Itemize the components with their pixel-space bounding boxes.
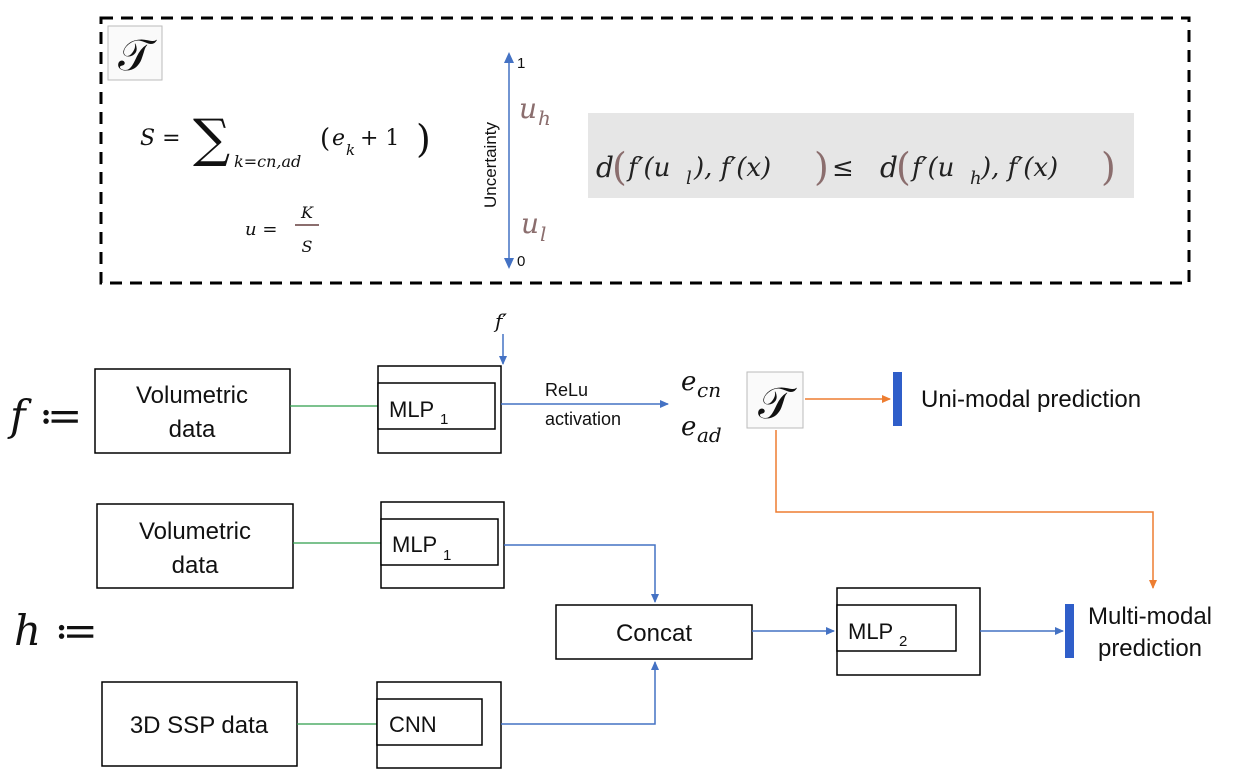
relu-label: ReLu (545, 380, 588, 400)
mlp1-to-concat-arrow (504, 544, 659, 603)
svg-text:): ) (1101, 145, 1116, 189)
svg-text:1: 1 (443, 547, 451, 564)
svg-text:Volumetric: Volumetric (136, 382, 248, 409)
svg-text:), f′(x): ), f′(x) (980, 153, 1058, 183)
svg-text:(: ( (612, 145, 627, 189)
svg-text:u =: u = (245, 219, 277, 240)
svg-text:data: data (172, 552, 219, 579)
svg-text:MLP: MLP (848, 619, 893, 644)
svg-text:l: l (686, 168, 692, 189)
svg-text:k: k (346, 141, 355, 159)
uncertainty-axis-label: Uncertainty (481, 122, 500, 208)
evidence-labels: e cn e ad (681, 367, 722, 447)
tau-symbol-mid: 𝒯 (746, 371, 804, 429)
svg-text:): ) (814, 145, 829, 189)
svg-text:Concat: Concat (616, 620, 692, 647)
svg-text:∑: ∑ (193, 109, 230, 169)
svg-text:+ 1: + 1 (360, 126, 399, 151)
svg-text:): ) (416, 117, 431, 161)
svg-text:1: 1 (440, 411, 448, 428)
multi-modal-label-line2: prediction (1098, 635, 1202, 662)
svg-text:f′(u: f′(u (626, 153, 670, 183)
svg-text:2: 2 (899, 633, 907, 650)
svg-text:S: S (302, 237, 313, 256)
s-formula: S = ∑ k=cn,ad ( e k + 1 ) (140, 109, 431, 171)
svg-text:MLP: MLP (392, 532, 437, 557)
uncertainty-axis: 1 0 Uncertainty u h u l (481, 52, 551, 270)
uni-modal-output-bar (893, 372, 902, 426)
h-mlp1-box: MLP 1 (380, 501, 505, 589)
svg-text:h: h (538, 106, 551, 130)
svg-text:𝒯: 𝒯 (758, 378, 797, 429)
tau-symbol-top: 𝒯 (107, 25, 163, 81)
svg-text:data: data (169, 416, 216, 443)
f-volumetric-data-box: Volumetric data (94, 368, 291, 454)
svg-text:), f′(x): ), f′(x) (693, 153, 771, 183)
cnn-box: CNN (376, 681, 502, 769)
cnn-to-concat-arrow (501, 661, 659, 725)
concat-box: Concat (555, 604, 753, 660)
svg-text:cn: cn (697, 378, 721, 402)
svg-text:l: l (540, 222, 546, 246)
svg-text:f′(u: f′(u (910, 153, 954, 183)
ssp-data-box: 3D SSP data (101, 681, 298, 767)
svg-text:S =: S = (140, 126, 181, 151)
svg-text:k=cn,ad: k=cn,ad (234, 152, 301, 171)
svg-text:K: K (300, 203, 314, 222)
uncertainty-panel (99, 16, 1191, 285)
svg-text:d: d (596, 151, 614, 184)
svg-text:e: e (332, 126, 345, 151)
svg-text:(: ( (320, 124, 330, 154)
mlp2-box: MLP 2 (836, 587, 981, 676)
svg-text:0: 0 (517, 253, 525, 270)
h-volumetric-data-box: Volumetric data (96, 503, 294, 589)
multi-modal-output-bar (1065, 604, 1074, 658)
u-formula: u = K S (245, 203, 319, 256)
multi-modal-evidence-arrow (775, 430, 1157, 589)
svg-text:ad: ad (697, 423, 722, 447)
relu-activation-label: activation (545, 409, 621, 429)
svg-text:𝒯: 𝒯 (118, 30, 157, 81)
svg-text:Volumetric: Volumetric (139, 518, 251, 545)
h-row-label: h ≔ (14, 606, 98, 655)
svg-text:CNN: CNN (389, 712, 437, 737)
svg-text:(: ( (896, 145, 911, 189)
multi-modal-label-line1: Multi-modal (1088, 603, 1212, 630)
svg-text:e: e (681, 412, 696, 442)
svg-text:e: e (681, 367, 696, 397)
svg-text:3D SSP data: 3D SSP data (130, 712, 269, 739)
svg-text:u: u (521, 207, 539, 240)
inequality-formula: d ( f′(u l ), f′(x) ) ≤ d ( f′(u h ), f′… (588, 113, 1134, 198)
svg-text:≤: ≤ (832, 153, 854, 183)
svg-text:1: 1 (517, 55, 525, 72)
f-row-label: f ≔ (7, 391, 82, 440)
f-prime-label: f′ (493, 309, 507, 333)
uni-modal-prediction-label: Uni-modal prediction (921, 386, 1141, 413)
f-mlp1-box: MLP 1 (377, 365, 502, 454)
svg-text:MLP: MLP (389, 397, 434, 422)
svg-text:u: u (519, 92, 537, 125)
svg-text:h: h (970, 168, 982, 189)
svg-text:d: d (880, 151, 898, 184)
